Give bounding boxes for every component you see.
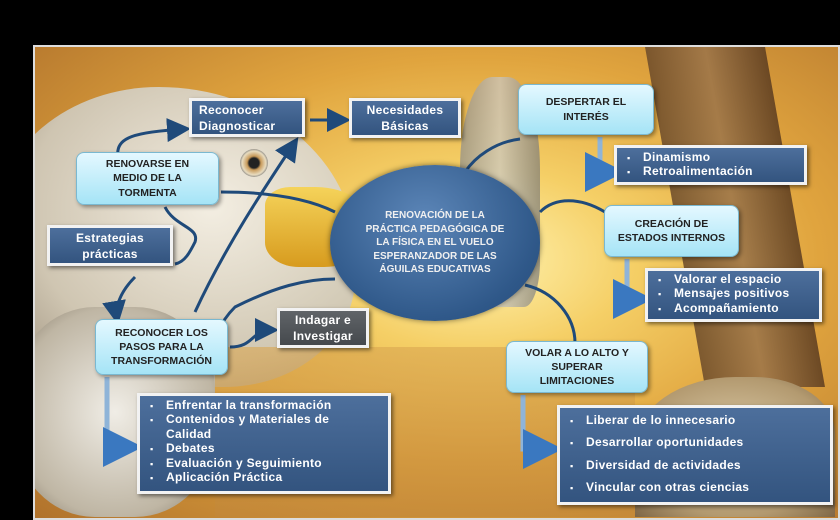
reconocer-pasos-node: RECONOCER LOS PASOS PARA LA TRANSFORMACI… (95, 319, 228, 375)
list-item: Mensajes positivos (658, 286, 809, 300)
box-text: Indagar e (294, 313, 352, 327)
list-item: Aplicación Práctica (150, 470, 378, 484)
list-item: Debates (150, 441, 378, 455)
list-item: Vincular con otras ciencias (570, 480, 820, 494)
volar-list-box: Liberar de lo innecesario Desarrollar op… (557, 405, 833, 505)
box-text: Diagnosticar (199, 119, 276, 133)
estrategias-box: Estrategias prácticas (47, 225, 173, 266)
despertar-node: DESPERTAR EL INTERÉS (518, 84, 654, 135)
despertar-list-box: DinamismoRetroalimentación (614, 145, 807, 185)
connector-lines (102, 108, 653, 469)
list-item: Desarrollar oportunidades (570, 435, 820, 449)
list-item: Retroalimentación (627, 164, 794, 178)
box-text: Estrategias (76, 231, 144, 245)
list-item: Dinamismo (627, 150, 794, 164)
box-text: Reconocer (199, 103, 264, 117)
list-item: Diversidad de actividades (570, 458, 820, 472)
list-item: Liberar de lo innecesario (570, 413, 820, 427)
box-text: Necesidades (366, 103, 444, 117)
list-item: Enfrentar la transformación (150, 398, 378, 412)
indagar-box: Indagar e Investigar (277, 308, 369, 348)
creacion-node: CREACIÓN DE ESTADOS INTERNOS (604, 205, 739, 257)
list-item: Acompañamiento (658, 301, 809, 315)
renovarse-node: RENOVARSE EN MEDIO DE LA TORMENTA (76, 152, 219, 205)
list-item: Contenidos y Materiales de Calidad (150, 412, 378, 441)
box-text: Básicas (381, 119, 429, 133)
eagle-eye (240, 149, 268, 177)
box-text: prácticas (82, 247, 138, 261)
central-topic: RENOVACIÓN DE LA PRÁCTICA PEDAGÓGICA DE … (330, 165, 540, 321)
box-text: Investigar (293, 329, 353, 343)
volar-node: VOLAR A LO ALTO Y SUPERAR LIMITACIONES (506, 341, 648, 393)
pasos-list-box: Enfrentar la transformación Contenidos y… (137, 393, 391, 494)
list-item: Valorar el espacio (658, 272, 809, 286)
list-item: Evaluación y Seguimiento (150, 456, 378, 470)
creacion-list-box: Valorar el espacioMensajes positivosAcom… (645, 268, 822, 322)
